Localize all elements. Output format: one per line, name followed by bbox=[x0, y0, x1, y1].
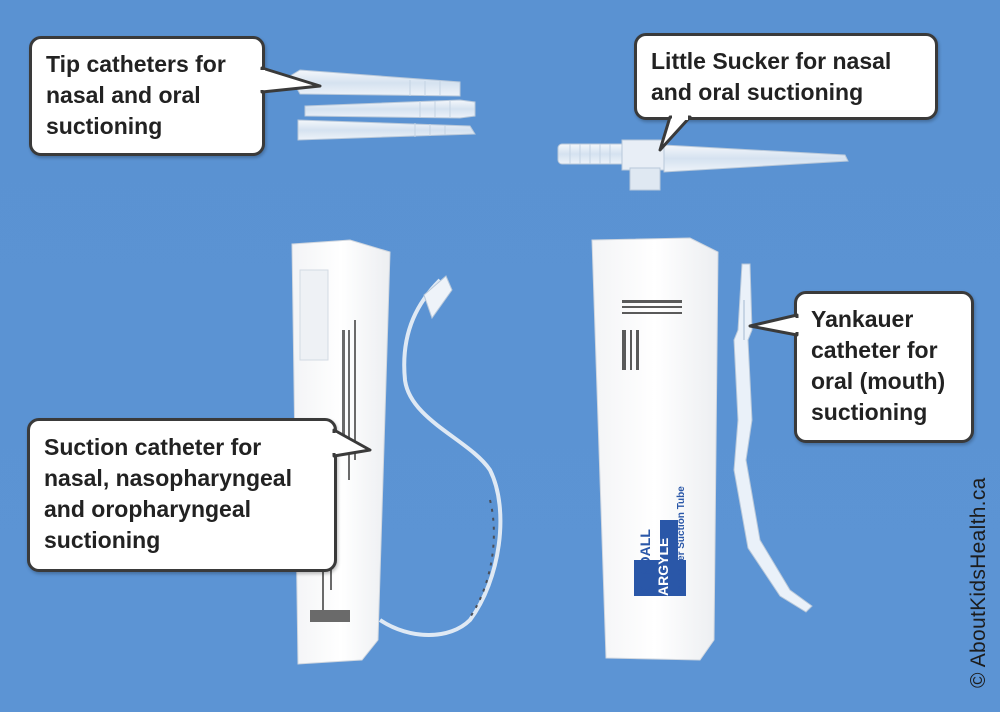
callout-line: Suction catheter for bbox=[44, 434, 262, 460]
callout-little-sucker: Little Sucker for nasal and oral suction… bbox=[634, 33, 938, 120]
callout-suction-catheter: Suction catheter for nasal, nasopharynge… bbox=[27, 418, 337, 572]
callout-line: suctioning bbox=[811, 399, 928, 425]
callout-line: Yankauer bbox=[811, 306, 914, 332]
callout-line: nasal, nasopharyngeal bbox=[44, 465, 292, 491]
callout-line: and oral suctioning bbox=[651, 79, 864, 105]
suction-catheter-tube bbox=[378, 275, 503, 637]
callout-line: suctioning bbox=[46, 113, 163, 139]
callout-line: oral (mouth) bbox=[811, 368, 946, 394]
callout-line: Tip catheters for bbox=[46, 51, 226, 77]
callout-line: suctioning bbox=[44, 527, 161, 553]
yankauer-package: KENDALL ARGYLE Yankauer Suction Tube bbox=[591, 237, 719, 661]
callout-tip-catheters: Tip catheters for nasal and oral suction… bbox=[29, 36, 265, 156]
callout-line: nasal and oral bbox=[46, 82, 201, 108]
kendall-label: KENDALL bbox=[637, 529, 653, 596]
copyright-watermark: © AboutKidsHealth.ca bbox=[967, 477, 990, 688]
callout-line: Little Sucker for nasal bbox=[651, 48, 892, 74]
callout-yankauer: Yankauer catheter for oral (mouth) sucti… bbox=[794, 291, 974, 443]
yankauer-tube-label: Yankauer Suction Tube bbox=[676, 486, 687, 596]
callout-line: catheter for bbox=[811, 337, 938, 363]
callout-line: and oropharyngeal bbox=[44, 496, 252, 522]
yankauer-catheter bbox=[733, 263, 813, 613]
argyle-label: ARGYLE bbox=[655, 538, 671, 596]
little-sucker bbox=[557, 139, 849, 191]
